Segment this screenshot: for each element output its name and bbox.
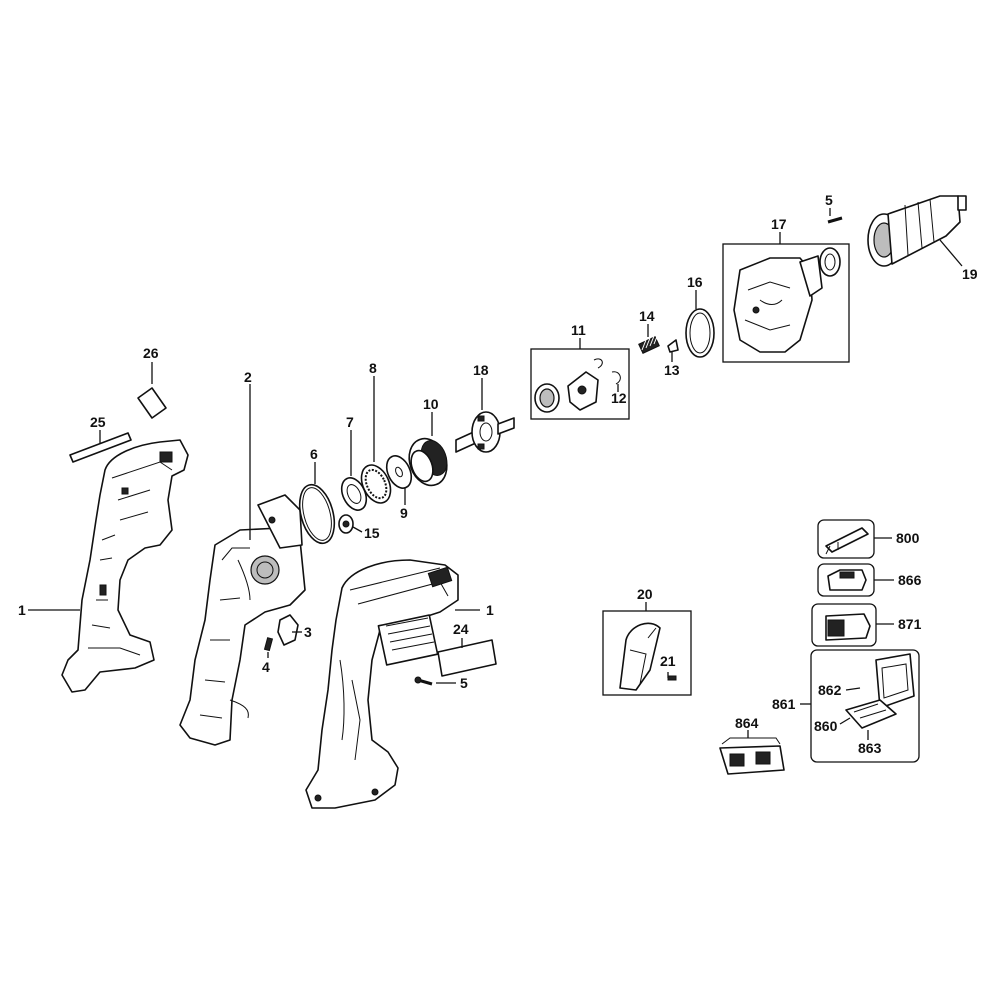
- label-6: 6: [310, 446, 318, 462]
- label-17: 17: [771, 216, 787, 232]
- part-20-belt-clip: [602, 602, 692, 696]
- part-2-motor-switch-assembly: [179, 384, 306, 746]
- part-861-kit-case-box: [800, 649, 920, 763]
- part-1-left-housing-half: [28, 439, 189, 693]
- label-24: 24: [453, 621, 469, 637]
- label-7: 7: [346, 414, 354, 430]
- part-3-clip: [277, 614, 302, 646]
- label-871: 871: [898, 616, 922, 632]
- label-26: 26: [143, 345, 159, 361]
- part-871-charger-box: [811, 603, 894, 647]
- label-11: 11: [571, 322, 586, 338]
- label-5-top: 5: [825, 192, 833, 208]
- part-10-planet-gear: [408, 412, 448, 487]
- label-860: 860: [814, 718, 838, 734]
- label-5-bottom: 5: [460, 675, 468, 691]
- label-14: 14: [639, 308, 655, 324]
- part-866-battery-box: [817, 563, 894, 597]
- label-8: 8: [369, 360, 377, 376]
- part-4-pin: [263, 637, 274, 658]
- part-9-washer: [385, 455, 413, 505]
- part-14-spring: [638, 324, 660, 354]
- part-26-small-label: [137, 362, 167, 419]
- part-5-screw-top: [827, 208, 843, 224]
- part-1-right-housing: [305, 559, 480, 809]
- label-862: 862: [818, 682, 842, 698]
- label-9: 9: [400, 505, 408, 521]
- label-861: 861: [772, 696, 796, 712]
- part-24-label: [437, 638, 497, 677]
- part-25-label-strip: [69, 430, 132, 463]
- label-21: 21: [660, 653, 676, 669]
- part-19-collet: [867, 195, 967, 267]
- label-12: 12: [611, 390, 627, 406]
- label-10: 10: [423, 396, 439, 412]
- label-19: 19: [962, 266, 978, 282]
- part-13-small-pin: [667, 339, 679, 362]
- label-13: 13: [664, 362, 680, 378]
- part-16-retaining-ring: [685, 290, 715, 358]
- label-1-left: 1: [18, 602, 26, 618]
- label-864: 864: [735, 715, 759, 731]
- part-800-accessory-box: [817, 519, 892, 559]
- part-18-spindle-carrier: [455, 378, 515, 453]
- part-8-ring-gear: [360, 376, 392, 504]
- label-15: 15: [364, 525, 380, 541]
- part-864-tray: [719, 730, 785, 775]
- label-25: 25: [90, 414, 106, 430]
- label-18: 18: [473, 362, 489, 378]
- part-6-o-ring: [298, 462, 336, 545]
- label-866: 866: [898, 572, 922, 588]
- label-863: 863: [858, 740, 882, 756]
- label-20: 20: [637, 586, 653, 602]
- label-16: 16: [687, 274, 703, 290]
- part-11-group-box: [530, 338, 630, 420]
- label-4: 4: [262, 659, 270, 675]
- part-15-small-washer: [338, 514, 363, 534]
- label-800: 800: [896, 530, 920, 546]
- label-3: 3: [304, 624, 312, 640]
- part-17-nose-housing: [722, 232, 850, 363]
- label-1-right: 1: [486, 602, 494, 618]
- part-5-screw-bottom: [414, 676, 456, 686]
- label-2: 2: [244, 369, 252, 385]
